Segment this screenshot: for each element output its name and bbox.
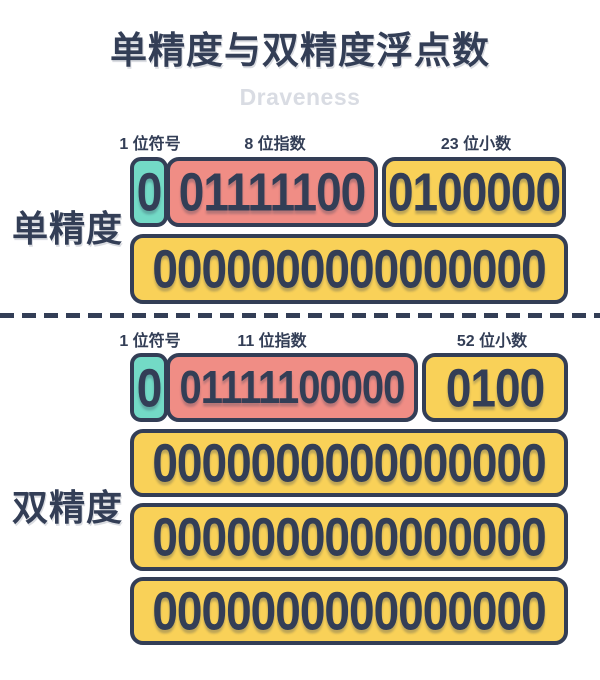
double-exponent-bits: 01111100000 xyxy=(179,361,406,414)
single-exponent-box: 01111100 xyxy=(166,157,378,227)
double-sign-label: 1 位符号 xyxy=(119,333,181,350)
single-fraction-bits-2: 0000000000000000 xyxy=(152,238,546,300)
double-bit-row-1: 0 01111100000 0100 xyxy=(130,353,568,422)
single-bit-row-2: 0000000000000000 xyxy=(130,234,568,304)
double-precision-side-label: 双精度 xyxy=(12,487,124,528)
double-fraction-box-4: 0000000000000000 xyxy=(130,577,568,645)
page-title: 单精度与双精度浮点数 xyxy=(110,30,490,71)
double-fraction-bits-4: 0000000000000000 xyxy=(152,580,546,642)
watermark: Draveness xyxy=(239,84,361,110)
double-bit-row-3: 0000000000000000 xyxy=(130,503,568,571)
dashed-divider xyxy=(0,313,600,318)
double-sign-bits: 0 xyxy=(136,357,163,418)
single-fraction-box-2: 0000000000000000 xyxy=(130,234,568,304)
double-sign-box: 0 xyxy=(130,353,168,422)
single-exponent-bits: 01111100 xyxy=(178,161,367,223)
double-bit-row-4: 0000000000000000 xyxy=(130,577,568,645)
single-sign-bits: 0 xyxy=(136,161,163,223)
single-bit-row-1: 0 01111100 0100000 xyxy=(130,157,566,227)
double-fraction-label: 52 位小数 xyxy=(456,333,528,350)
double-bit-row-2: 0000000000000000 xyxy=(130,429,568,497)
double-fraction-box-2: 0000000000000000 xyxy=(130,429,568,497)
double-exponent-box: 01111100000 xyxy=(166,353,418,422)
double-fraction-bits: 0100 xyxy=(445,357,545,418)
single-fraction-bits: 0100000 xyxy=(387,161,561,223)
double-fraction-box-3: 0000000000000000 xyxy=(130,503,568,571)
single-exponent-label: 8 位指数 xyxy=(244,136,306,153)
single-fraction-label: 23 位小数 xyxy=(440,136,512,153)
single-fraction-box: 0100000 xyxy=(382,157,566,227)
single-precision-side-label: 单精度 xyxy=(12,208,124,249)
double-fraction-bits-3: 0000000000000000 xyxy=(152,506,546,568)
single-sign-label: 1 位符号 xyxy=(119,136,181,153)
double-fraction-bits-2: 0000000000000000 xyxy=(152,432,546,494)
single-sign-box: 0 xyxy=(130,157,168,227)
double-exponent-label: 11 位指数 xyxy=(237,333,307,350)
double-fraction-box: 0100 xyxy=(422,353,568,422)
